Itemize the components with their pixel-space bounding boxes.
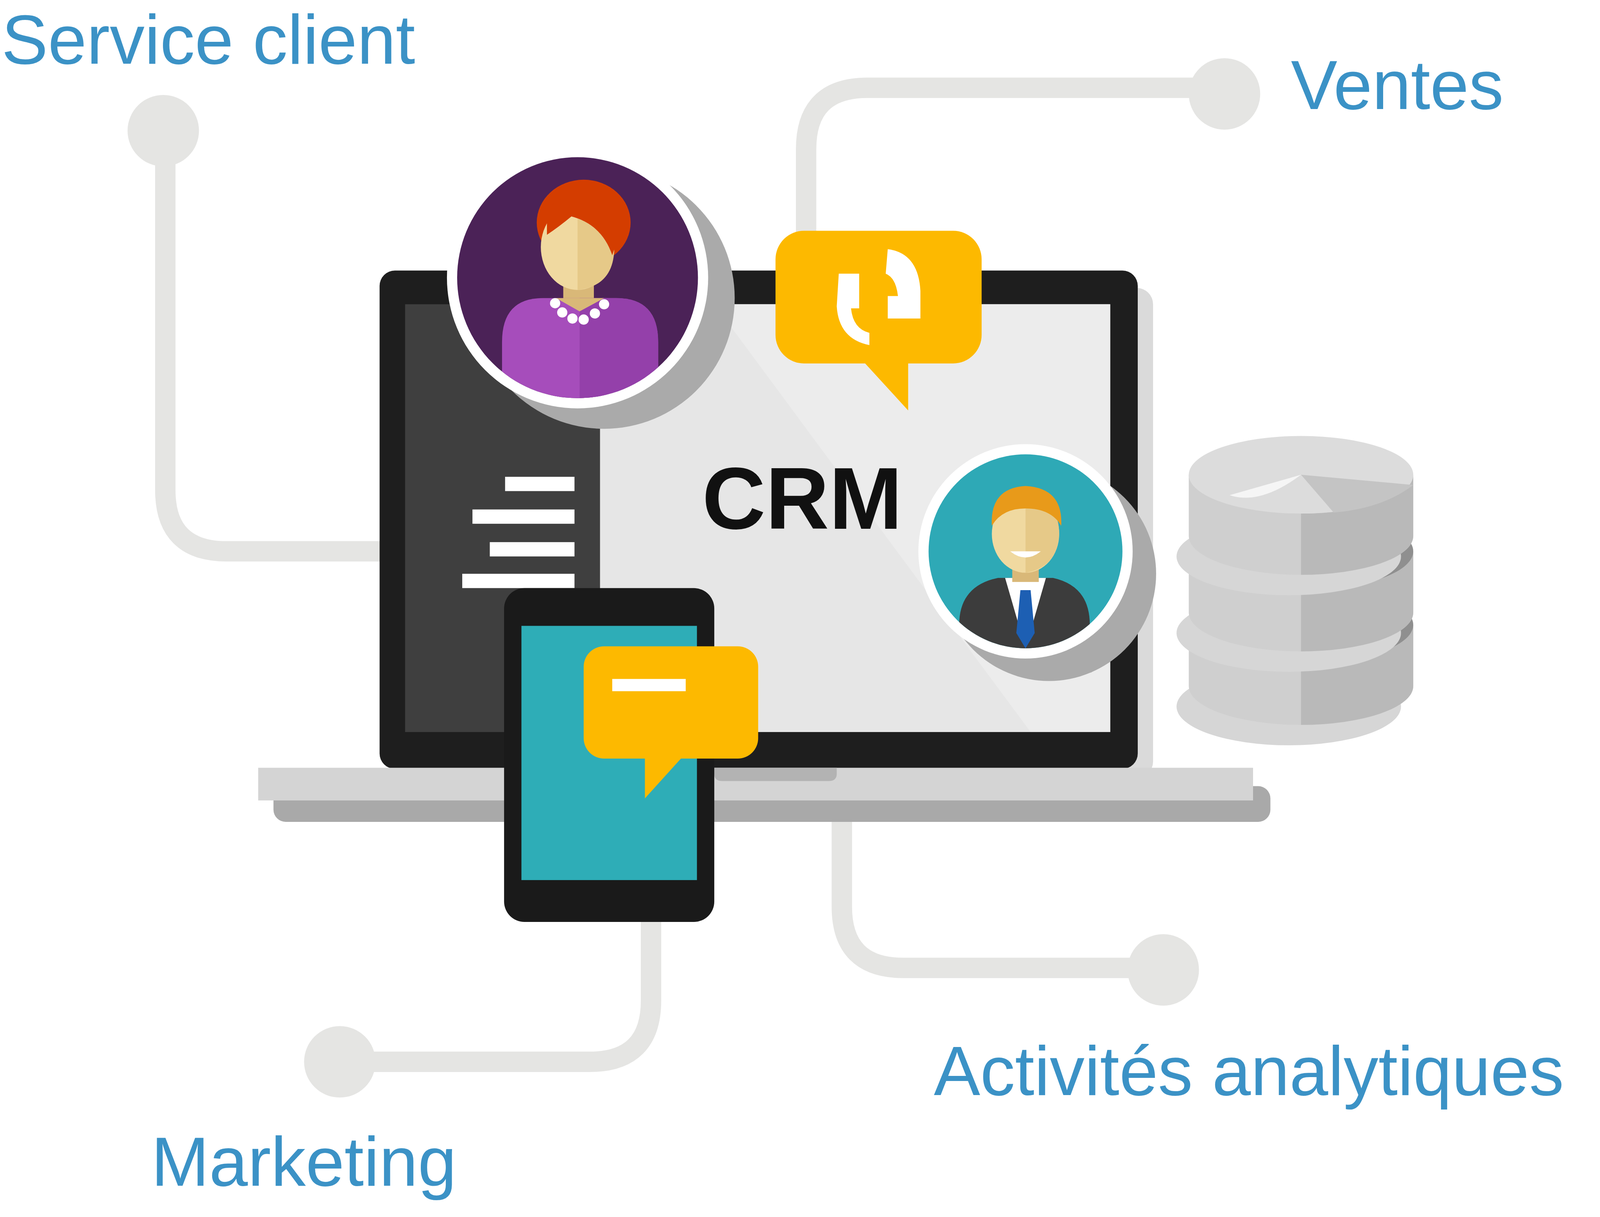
connector-lines: [165, 87, 1225, 1062]
section-label: Ventes: [1290, 45, 1504, 126]
man-avatar: [918, 443, 1157, 681]
section-label: Marketing: [151, 1121, 457, 1202]
laptop: [258, 270, 1271, 822]
call-bubble: [775, 230, 982, 411]
screen-title: CRM: [702, 447, 903, 549]
screen-panel: CRM: [702, 447, 903, 549]
section-label: Service client: [1, 0, 416, 81]
connector-dots: [127, 58, 1261, 1098]
section-label: Activités analytiques: [933, 1031, 1565, 1112]
database-symbol: [1176, 436, 1414, 746]
woman-avatar: [446, 146, 735, 429]
smartphone: [504, 588, 758, 922]
